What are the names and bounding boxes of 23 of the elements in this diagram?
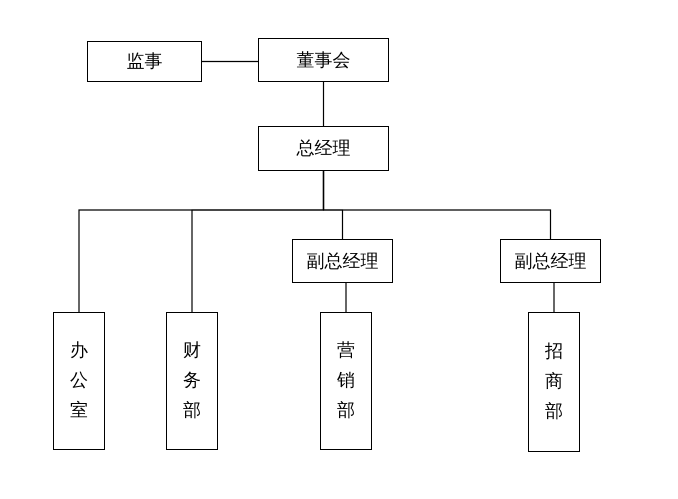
box-label: 办公室 xyxy=(70,339,88,423)
box-label: 招商部 xyxy=(545,340,563,424)
org-box xyxy=(258,126,389,171)
box-label: 董事会 xyxy=(296,48,350,72)
box-label: 财务部 xyxy=(183,339,201,423)
box-label: 副总经理 xyxy=(306,250,378,274)
connector-line xyxy=(345,283,347,312)
org-box xyxy=(258,38,389,82)
box-label: 总经理 xyxy=(296,137,350,161)
box-label: 监事 xyxy=(126,50,162,74)
connector-line xyxy=(322,82,324,126)
connector-line xyxy=(202,60,258,62)
org-box xyxy=(500,239,601,283)
org-box xyxy=(292,239,393,283)
org-box xyxy=(87,41,202,82)
org-box xyxy=(320,312,372,450)
connector-line xyxy=(322,171,552,239)
box-label: 副总经理 xyxy=(514,250,586,274)
org-box xyxy=(528,312,580,452)
org-box xyxy=(53,312,105,450)
box-label: 营销部 xyxy=(337,339,355,423)
org-box xyxy=(166,312,218,450)
connector-line xyxy=(553,283,555,312)
